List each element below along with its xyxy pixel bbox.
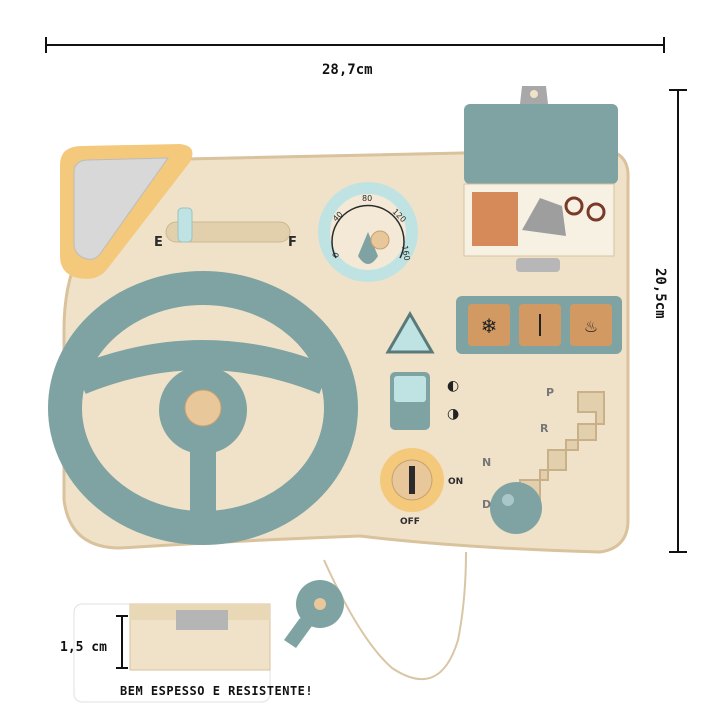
gear-r-label: R	[540, 422, 549, 435]
width-dimension-line	[45, 37, 665, 53]
glove-compartment[interactable]	[463, 86, 618, 272]
snowflake-icon: ❄	[481, 314, 498, 338]
speed-tick-80: 80	[362, 194, 372, 203]
hazard-icon	[385, 311, 435, 354]
sunglasses-icon	[564, 196, 606, 222]
fuel-full-label: F	[288, 235, 297, 250]
thickness-inset	[73, 603, 271, 703]
speedometer[interactable]	[318, 182, 418, 282]
headlight-icon: ◐	[447, 378, 459, 394]
book-icon	[472, 192, 518, 246]
ignition-on-label: ON	[448, 477, 463, 487]
caption: BEM ESPESSO E RESISTENTE!	[120, 684, 314, 698]
gear-knob	[490, 482, 542, 534]
mirror[interactable]	[60, 144, 193, 279]
speedometer-knob	[370, 230, 390, 250]
compartment-lid	[464, 104, 618, 184]
fuel-gauge[interactable]	[165, 207, 291, 243]
headlight-switch[interactable]: ◐ ◑	[390, 372, 459, 430]
hazard-button[interactable]	[385, 311, 435, 354]
thickness-label: 1,5 cm	[60, 640, 107, 655]
speed-tick-160: 160	[400, 245, 412, 262]
ignition-off-label: OFF	[400, 517, 420, 527]
fuel-empty-label: E	[154, 235, 163, 250]
height-dimension-line	[669, 89, 687, 553]
steering-wheel[interactable]	[48, 271, 358, 545]
gear-n-label: N	[482, 456, 491, 469]
defrost-button[interactable]	[570, 304, 612, 346]
gloves-icon	[522, 198, 566, 236]
fog-light-icon: ◑	[447, 406, 459, 422]
speedometer-needle	[358, 232, 378, 264]
switch-panel: ❄ ♨	[456, 296, 622, 354]
defrost-icon: ♨	[584, 317, 598, 336]
height-label: 20,5cm	[652, 268, 668, 319]
gear-shift[interactable]	[490, 391, 605, 534]
key-string	[323, 551, 467, 681]
steering-hub	[184, 389, 222, 427]
width-label: 28,7cm	[322, 62, 373, 78]
speed-tick-0: 0	[331, 252, 341, 259]
mirror-icon	[73, 157, 169, 260]
gear-p-label: P	[546, 386, 554, 399]
key-icon[interactable]	[284, 580, 344, 648]
ac-button[interactable]	[468, 304, 510, 346]
gear-d-label: D	[482, 498, 491, 511]
ignition[interactable]	[380, 448, 444, 512]
